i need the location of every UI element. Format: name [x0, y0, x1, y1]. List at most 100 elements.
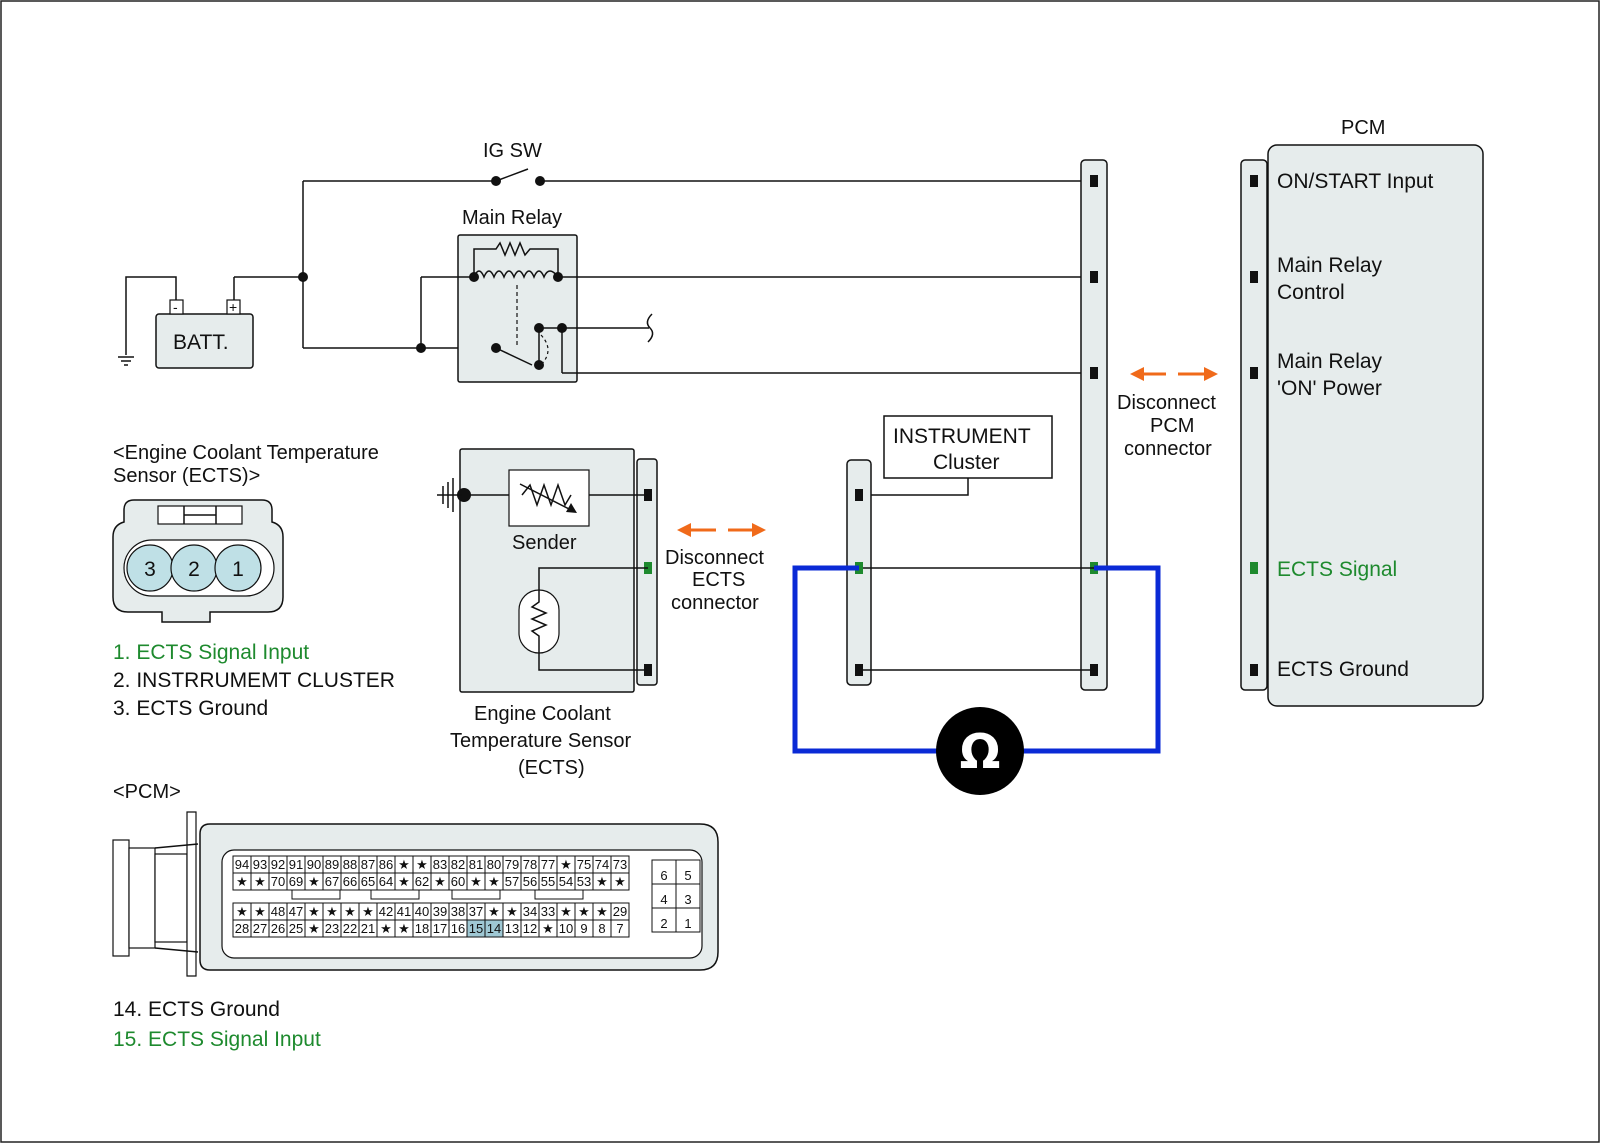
- pcm-pin-label: 74: [595, 857, 609, 872]
- pcm-key-slot: [451, 889, 501, 900]
- pcm-pin-label: 75: [577, 857, 591, 872]
- pcm-pin-label: 80: [487, 857, 501, 872]
- ects-connector-face: 3 2 1: [112, 499, 284, 623]
- pcm-pin-label: 90: [307, 857, 321, 872]
- pcm-pin-label: 22: [343, 921, 357, 936]
- disconnect-ects-line2: ECTS: [692, 569, 745, 591]
- ects-caption-3: (ECTS): [518, 757, 585, 779]
- pcm-pin-cell: [651, 883, 677, 909]
- pcm-pin-label: 5: [684, 868, 691, 883]
- pcm-pin-label: ★: [308, 921, 320, 936]
- pcm-pin-label: 91: [289, 857, 303, 872]
- pcm-pin-label: ★: [560, 904, 572, 919]
- pcm-pin-ects-signal: ECTS Signal: [1277, 558, 1397, 581]
- pcm-pin-label: ★: [506, 904, 518, 919]
- pcm-pin-label: 77: [541, 857, 555, 872]
- pcm-pin-label: 39: [433, 904, 447, 919]
- pcm-pin-label: 41: [397, 904, 411, 919]
- sender-resistor-icon: [521, 482, 572, 508]
- instrument-cluster-label-2: Cluster: [933, 451, 1000, 474]
- pcm-pin-label: 86: [379, 857, 393, 872]
- battery-plus-sign: +: [229, 299, 237, 315]
- pcm-pin-label: 17: [433, 921, 447, 936]
- pcm-pin-label: 33: [541, 904, 555, 919]
- pcm-pin-label: 16: [451, 921, 465, 936]
- pcm-pin-label: 13: [505, 921, 519, 936]
- pcm-pin-label: 23: [325, 921, 339, 936]
- junction-dot: [298, 272, 308, 282]
- disconnect-pcm-arrow-icon: [1130, 367, 1218, 381]
- disconnect-pcm-line3: connector: [1124, 438, 1212, 460]
- wire-break-icon: [646, 313, 654, 343]
- pcm-pin-label: 66: [343, 874, 357, 889]
- pcm-pin-label: 12: [523, 921, 537, 936]
- disconnect-pcm-line1: Disconnect: [1117, 392, 1216, 414]
- pcm-pin-label: 27: [253, 921, 267, 936]
- pcm-pin-label: 93: [253, 857, 267, 872]
- pcm-pin-label: 88: [343, 857, 357, 872]
- pcm-pin-label: 42: [379, 904, 393, 919]
- relay-resistor-icon: [473, 241, 559, 277]
- pcm-pin-label: 2: [660, 916, 667, 931]
- harness-connector-pcm-side: [1080, 159, 1108, 691]
- pcm-pin-label: 15: [469, 921, 483, 936]
- ig-switch-contact-b: [535, 176, 545, 186]
- pcm-pin-label: ★: [614, 874, 626, 889]
- pcm-key-slot: [370, 889, 420, 900]
- ohmmeter: Ω: [792, 565, 1161, 795]
- pcm-pin-label: ★: [488, 904, 500, 919]
- pcm-pin-cell: [610, 872, 630, 891]
- pcm-pin-label: ★: [596, 874, 608, 889]
- pcm-pin-label: 79: [505, 857, 519, 872]
- pcm-pin-main-relay-power-1: Main Relay: [1277, 350, 1383, 373]
- ig-switch-blade: [495, 168, 529, 182]
- ohm-symbol: Ω: [960, 724, 1001, 780]
- pcm-pin-label: 94: [235, 857, 249, 872]
- pcm-pin-main-relay-power-2: 'ON' Power: [1277, 377, 1382, 400]
- ects-legend-2: 2. INSTRRUMEMT CLUSTER: [113, 669, 395, 692]
- ig-sw-label: IG SW: [483, 140, 542, 162]
- pcm-pin-label: 8: [598, 921, 605, 936]
- pcm-pin-label: 7: [616, 921, 623, 936]
- ig-switch-contact-a: [491, 176, 501, 186]
- pcm-key-slot: [291, 889, 341, 900]
- pcm-pin-label: ★: [254, 904, 266, 919]
- pcm-pin-label: 1: [684, 916, 691, 931]
- pcm-pin-label: ★: [398, 857, 410, 872]
- pcm-pin-label: 82: [451, 857, 465, 872]
- pcm-pin-label: 34: [523, 904, 537, 919]
- main-relay-label: Main Relay: [462, 207, 562, 229]
- pcm-connector-bar: [1240, 159, 1268, 691]
- pcm-pin-label: 38: [451, 904, 465, 919]
- pcm-pin-label: 64: [379, 874, 393, 889]
- pcm-pin-label: ★: [308, 874, 320, 889]
- pcm-pin-label: 92: [271, 857, 285, 872]
- pcm-pin-label: 47: [289, 904, 303, 919]
- pcm-pin-cell: [651, 907, 677, 933]
- pcm-pin-label: 69: [289, 874, 303, 889]
- pcm-pin-label: 56: [523, 874, 537, 889]
- pcm-pin-label: 10: [559, 921, 573, 936]
- pcm-pin-cell: [675, 859, 701, 885]
- main-relay: [457, 234, 578, 383]
- pcm-pin-label: 73: [613, 857, 627, 872]
- pcm-legend-15: 15. ECTS Signal Input: [113, 1028, 321, 1051]
- pcm-pin-label: ★: [254, 874, 266, 889]
- pcm-pin-label: 3: [684, 892, 691, 907]
- pcm-pin-label: 87: [361, 857, 375, 872]
- pcm-pin-main-relay-control-1: Main Relay: [1277, 254, 1383, 277]
- pcm-pin-label: 25: [289, 921, 303, 936]
- pcm-pin-label: 55: [541, 874, 555, 889]
- pcm-pin-label: 14: [487, 921, 501, 936]
- pcm-pin-label: 28: [235, 921, 249, 936]
- ects-connector-title-1: <Engine Coolant Temperature: [113, 442, 379, 464]
- battery-label: BATT.: [173, 331, 229, 354]
- pcm-connector-title: <PCM>: [113, 781, 181, 803]
- ects-caption-2: Temperature Sensor: [450, 730, 632, 752]
- pcm-pin-label: ★: [326, 904, 338, 919]
- pcm-pin-label: 29: [613, 904, 627, 919]
- pcm-pin-cell: [610, 919, 630, 938]
